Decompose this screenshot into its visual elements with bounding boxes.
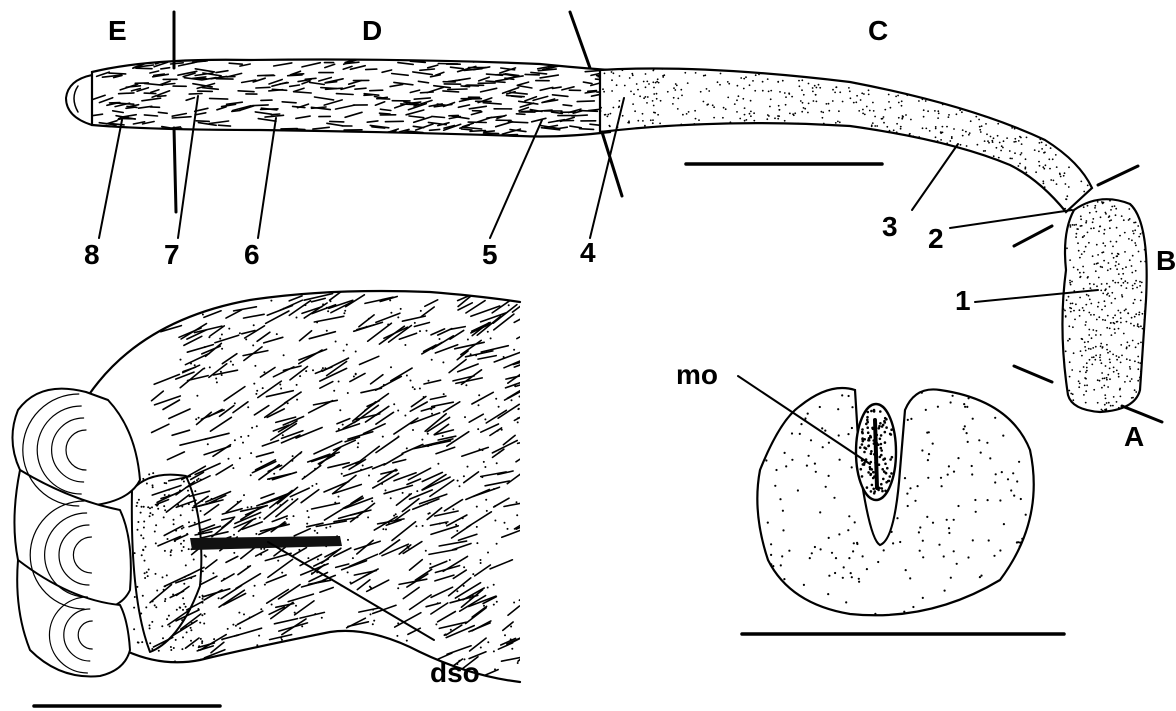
part-number-1: 1 xyxy=(955,285,971,316)
anterior-detail-drawing: dso xyxy=(12,289,541,706)
part-number-8: 8 xyxy=(84,239,100,270)
label-mo: mo xyxy=(676,359,718,390)
anterior-lobes xyxy=(12,389,140,677)
region-label-d: D xyxy=(362,15,382,46)
region-label-a: A xyxy=(1124,421,1144,452)
part-number-4: 4 xyxy=(580,237,596,268)
cross-section-outline xyxy=(757,388,1033,615)
cross-section-drawing: mo xyxy=(676,359,1064,634)
dorsal-sense-organ xyxy=(190,536,342,550)
part-number-7: 7 xyxy=(164,239,180,270)
part-number-6: 6 xyxy=(244,239,260,270)
region-label-b: B xyxy=(1156,245,1176,276)
whole-body-drawing: E D C B A 8 7 6 5 4 3 2 1 xyxy=(66,12,1176,452)
part-number-5: 5 xyxy=(482,239,498,270)
part-number-3: 3 xyxy=(882,211,898,242)
region-label-c: C xyxy=(868,15,888,46)
label-dso: dso xyxy=(430,657,480,688)
part-number-2: 2 xyxy=(928,223,944,254)
region-label-e: E xyxy=(108,15,127,46)
